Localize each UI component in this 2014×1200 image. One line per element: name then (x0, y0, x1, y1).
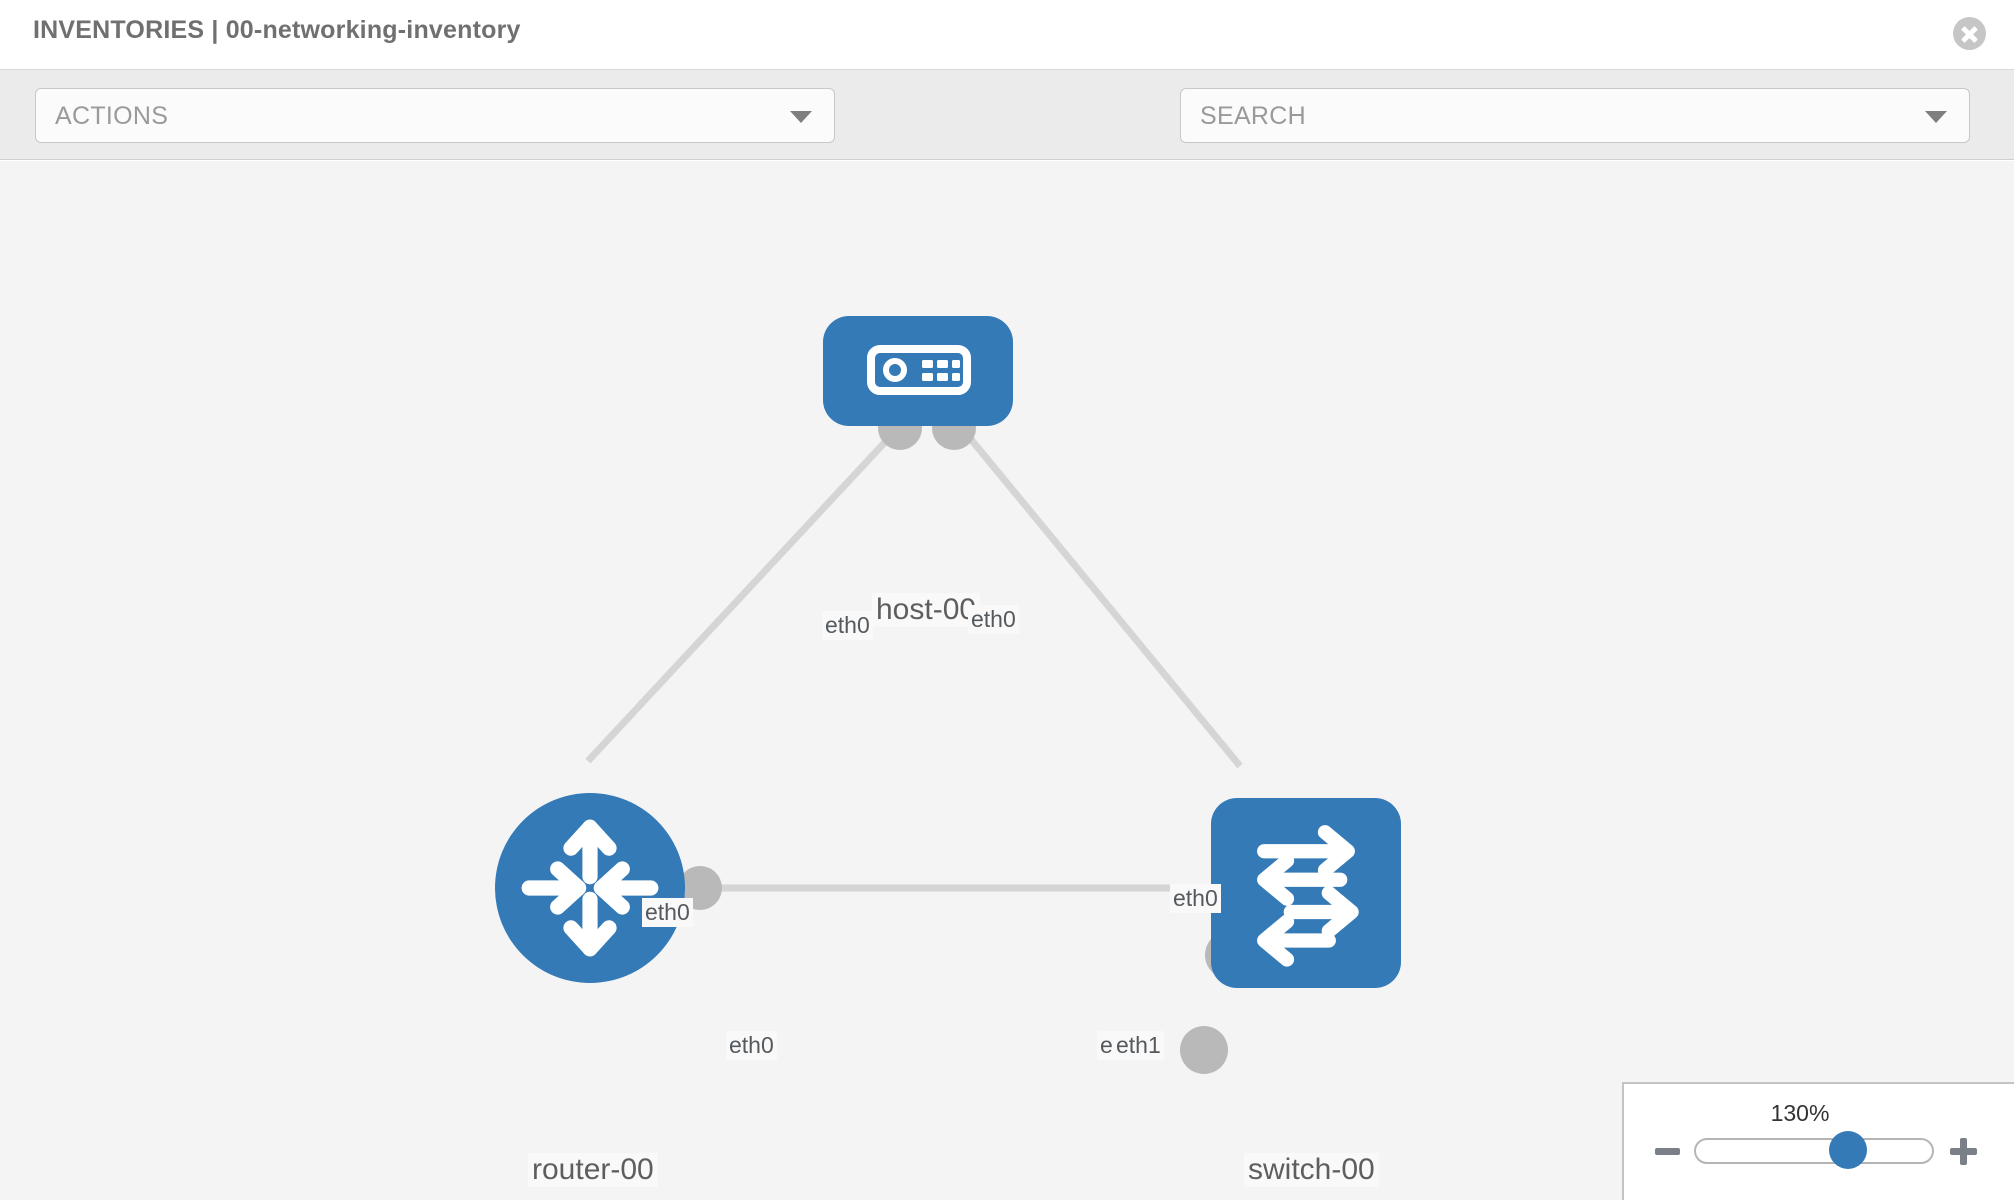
topology-edges (585, 423, 1243, 892)
edge-label-router00-eth0-uplink: eth0 (642, 898, 693, 927)
zoom-slider-thumb[interactable] (1829, 1131, 1867, 1169)
server-icon (867, 345, 971, 395)
chevron-down-icon (1925, 111, 1947, 123)
plus-icon-vertical (1960, 1138, 1967, 1165)
edge-host00-switch00 (957, 423, 1243, 769)
switch-icon (1257, 825, 1359, 967)
chevron-down-icon (790, 111, 812, 123)
node-label-host-00: host-00 (872, 593, 981, 627)
zoom-in-button[interactable] (1950, 1138, 1977, 1165)
page-title: INVENTORIES | 00-networking-inventory (33, 16, 521, 44)
node-host-00[interactable] (823, 316, 1013, 426)
edge-label-router00-eth0: eth0 (726, 1031, 777, 1060)
connector-switch00-eth1[interactable] (1180, 1026, 1228, 1074)
edge-label-switch00-eth0-uplink: eth0 (1170, 884, 1221, 913)
close-icon[interactable] (1953, 17, 1986, 50)
search-placeholder: SEARCH (1200, 102, 1306, 130)
zoom-out-button[interactable] (1655, 1148, 1680, 1155)
topology-canvas[interactable]: host-00 eth0 eth0 router-00 eth0 eth0 (0, 161, 2014, 1200)
edge-host00-router00 (585, 423, 903, 764)
actions-dropdown-label: ACTIONS (55, 102, 169, 130)
node-label-switch-00: switch-00 (1244, 1153, 1379, 1187)
actions-dropdown[interactable]: ACTIONS (35, 88, 835, 143)
page-header: INVENTORIES | 00-networking-inventory (0, 0, 2014, 70)
zoom-control-panel: 130% (1622, 1082, 2014, 1200)
node-switch-00[interactable] (1211, 798, 1401, 988)
edge-label-host00-eth0-left: eth0 (822, 611, 873, 640)
edge-label-switch00-eth1: eth1 (1113, 1031, 1164, 1060)
node-label-router-00: router-00 (528, 1153, 658, 1187)
zoom-level-label: 130% (1770, 1100, 1830, 1126)
toolbar: ACTIONS SEARCH (0, 70, 2014, 207)
zoom-slider-track[interactable] (1694, 1138, 1934, 1164)
router-icon (521, 819, 659, 957)
node-router-00[interactable] (495, 793, 685, 983)
search-input[interactable]: SEARCH (1180, 88, 1970, 143)
edge-label-host00-eth0-right: eth0 (968, 605, 1019, 634)
